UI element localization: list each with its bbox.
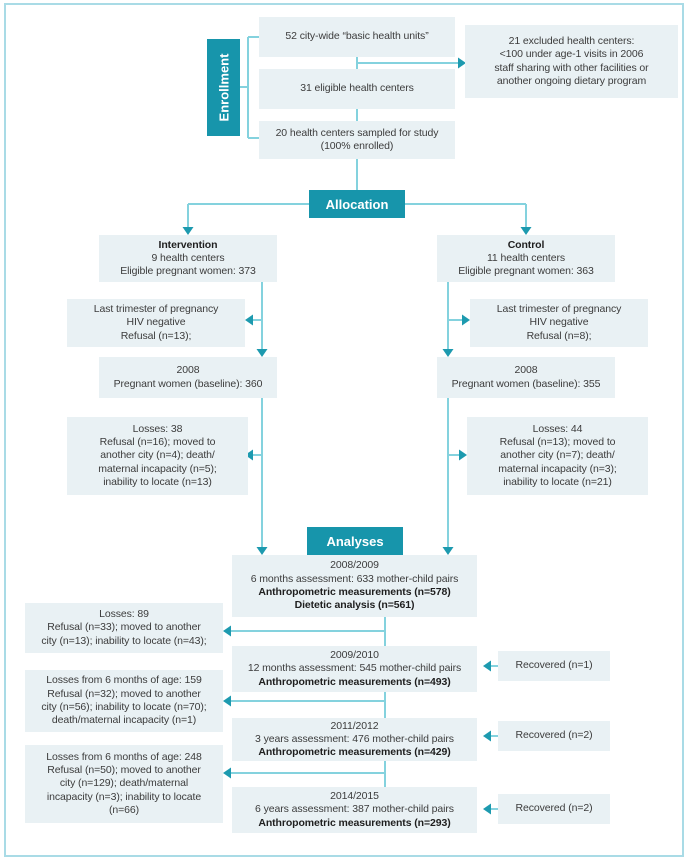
box-line: 21 excluded health centers:	[508, 34, 635, 47]
box-line: 6 months assessment: 633 mother-child pa…	[250, 572, 459, 585]
recovered-arrows	[483, 660, 498, 815]
losses-3-years-box: Losses from 6 months of age: 159 Refusal…	[25, 670, 223, 732]
enrollment-column-lines	[356, 57, 466, 190]
box-line: Recovered (n=2)	[515, 802, 593, 815]
box-line: Losses: 44	[532, 422, 583, 435]
box-line: city (n=56); inability to locate (n=70);	[41, 701, 207, 713]
box-line: Anthropometric measurements (n=493)	[258, 675, 451, 688]
analyses-connectors	[223, 617, 386, 787]
box-line: Eligible pregnant women: 373	[120, 265, 256, 278]
box-line: 12 months assessment: 545 mother-child p…	[247, 662, 462, 675]
box-line: death/maternal incapacity (n=1)	[51, 714, 197, 727]
assessment-year: 2009/2010	[330, 649, 379, 662]
stage-enrollment: Enrollment	[207, 39, 240, 136]
stage-analyses: Analyses	[307, 527, 403, 555]
box-line: Losses from 6 months of age: 159	[46, 674, 202, 687]
assessment-year: 2008/2009	[330, 559, 379, 572]
box-line: maternal incapacity (n=5);	[98, 462, 217, 475]
box-line: Refusal (n=32); moved to another	[47, 687, 201, 700]
box-line: Eligible pregnant women: 363	[458, 265, 594, 278]
baseline-intervention-box: 2008 Pregnant women (baseline): 360	[99, 357, 277, 398]
box-line: inability to locate (n=13)	[103, 475, 212, 488]
stage-enrollment-label: Enrollment	[216, 53, 231, 122]
box-line: Anthropometric measurements (n=293)	[258, 816, 451, 829]
box-line: Last trimester of pregnancy	[93, 303, 219, 316]
box-line: <100 under age-1 visits in 2006	[499, 48, 644, 61]
box-line: 2008	[514, 364, 538, 377]
box-line: another city (n=4); death/	[100, 449, 215, 462]
box-line: 9 health centers	[151, 251, 225, 264]
basic-health-units-box: 52 city-wide “basic health units”	[259, 17, 455, 57]
box-line: (100% enrolled)	[320, 140, 394, 152]
box-line: Recovered (n=2)	[515, 729, 593, 742]
box-line: another city (n=7); death/	[500, 449, 615, 462]
box-line: Losses: 38	[132, 422, 183, 435]
recovered-6-years-box: Recovered (n=2)	[498, 794, 610, 824]
control-column-arrows	[442, 282, 470, 555]
box-line: incapacity (n=3); inability to locate	[46, 790, 202, 803]
exclusion-intervention-box: Last trimester of pregnancy HIV negative…	[67, 299, 245, 347]
intervention-column-arrows	[245, 282, 268, 555]
stage-analyses-label: Analyses	[326, 533, 384, 549]
losses-control-box: Losses: 44 Refusal (n=13); moved to anot…	[467, 417, 648, 495]
box-line: Refusal (n=13); moved to	[499, 436, 616, 449]
box-line: Losses from 6 months of age: 248	[46, 750, 202, 763]
box-line: Refusal (n=33); moved to another	[47, 621, 201, 634]
box-line: HIV negative	[126, 316, 186, 329]
enrollment-bracket	[240, 36, 259, 139]
box-line: Pregnant women (baseline): 360	[113, 377, 263, 390]
losses-6-months-box: Losses: 89 Refusal (n=33); moved to anot…	[25, 603, 223, 653]
recovered-3-years-box: Recovered (n=2)	[498, 721, 610, 751]
box-line: 31 eligible health centers	[300, 82, 414, 95]
box-line: 2008	[176, 364, 200, 377]
recovered-12-months-box: Recovered (n=1)	[498, 651, 610, 681]
assessment-year: 2011/2012	[330, 719, 379, 732]
box-line: maternal incapacity (n=3);	[498, 462, 617, 475]
stage-allocation-label: Allocation	[325, 196, 389, 212]
assessment-6-years-box: 2014/2015 6 years assessment: 387 mother…	[232, 787, 477, 833]
assessment-year: 2014/2015	[330, 790, 379, 803]
box-line: Last trimester of pregnancy	[496, 303, 622, 316]
sampled-centers-box: 20 health centers sampled for study (100…	[259, 121, 455, 159]
box-line: Dietetic analysis (n=561)	[294, 599, 415, 612]
losses-intervention-box: Losses: 38 Refusal (n=16); moved to anot…	[67, 417, 248, 495]
box-line: Refusal (n=13);	[120, 329, 192, 342]
box-line: 6 years assessment: 387 mother-child pai…	[255, 803, 454, 816]
box-line: 11 health centers	[486, 251, 566, 264]
box-line: 20 health centers sampled for study	[275, 126, 439, 139]
box-line: Anthropometric measurements (n=429)	[258, 746, 451, 759]
box-line: city (n=129); death/maternal	[59, 777, 189, 790]
exclusion-control-box: Last trimester of pregnancy HIV negative…	[470, 299, 648, 347]
baseline-control-box: 2008 Pregnant women (baseline): 355	[437, 357, 615, 398]
eligible-centers-box: 31 eligible health centers	[259, 69, 455, 109]
assessment-6-months-box: 2008/2009 6 months assessment: 633 mothe…	[232, 555, 477, 617]
box-line: staff sharing with other facilities or	[494, 61, 649, 74]
box-line: Refusal (n=8);	[526, 329, 592, 342]
assessment-12-months-box: 2009/2010 12 months assessment: 545 moth…	[232, 646, 477, 692]
intervention-box: Intervention 9 health centers Eligible p…	[99, 235, 277, 282]
intervention-title: Intervention	[158, 238, 218, 251]
box-line: Recovered (n=1)	[515, 659, 593, 672]
box-line: Refusal (n=16); moved to	[99, 436, 216, 449]
allocation-arrows	[182, 203, 532, 235]
stage-allocation: Allocation	[309, 190, 405, 218]
box-line: 3 years assessment: 476 mother-child pai…	[255, 732, 454, 745]
assessment-3-years-box: 2011/2012 3 years assessment: 476 mother…	[232, 718, 477, 761]
box-line: 52 city-wide “basic health units”	[285, 30, 429, 43]
losses-6-years-box: Losses from 6 months of age: 248 Refusal…	[25, 745, 223, 823]
box-line: city (n=13); inability to locate (n=43);	[41, 634, 207, 647]
box-line: Pregnant women (baseline): 355	[451, 377, 601, 390]
box-line: inability to locate (n=21)	[503, 475, 612, 488]
box-line: Anthropometric measurements (n=578)	[258, 586, 451, 598]
excluded-centers-box: 21 excluded health centers: <100 under a…	[465, 25, 678, 98]
page-border	[4, 3, 684, 857]
control-title: Control	[507, 238, 545, 251]
box-line: another ongoing dietary program	[496, 74, 647, 87]
box-line: (n=66)	[108, 803, 140, 816]
box-line: Refusal (n=50); moved to another	[47, 764, 201, 777]
box-line: HIV negative	[529, 316, 589, 329]
box-line: Losses: 89	[99, 608, 149, 621]
control-box: Control 11 health centers Eligible pregn…	[437, 235, 615, 282]
